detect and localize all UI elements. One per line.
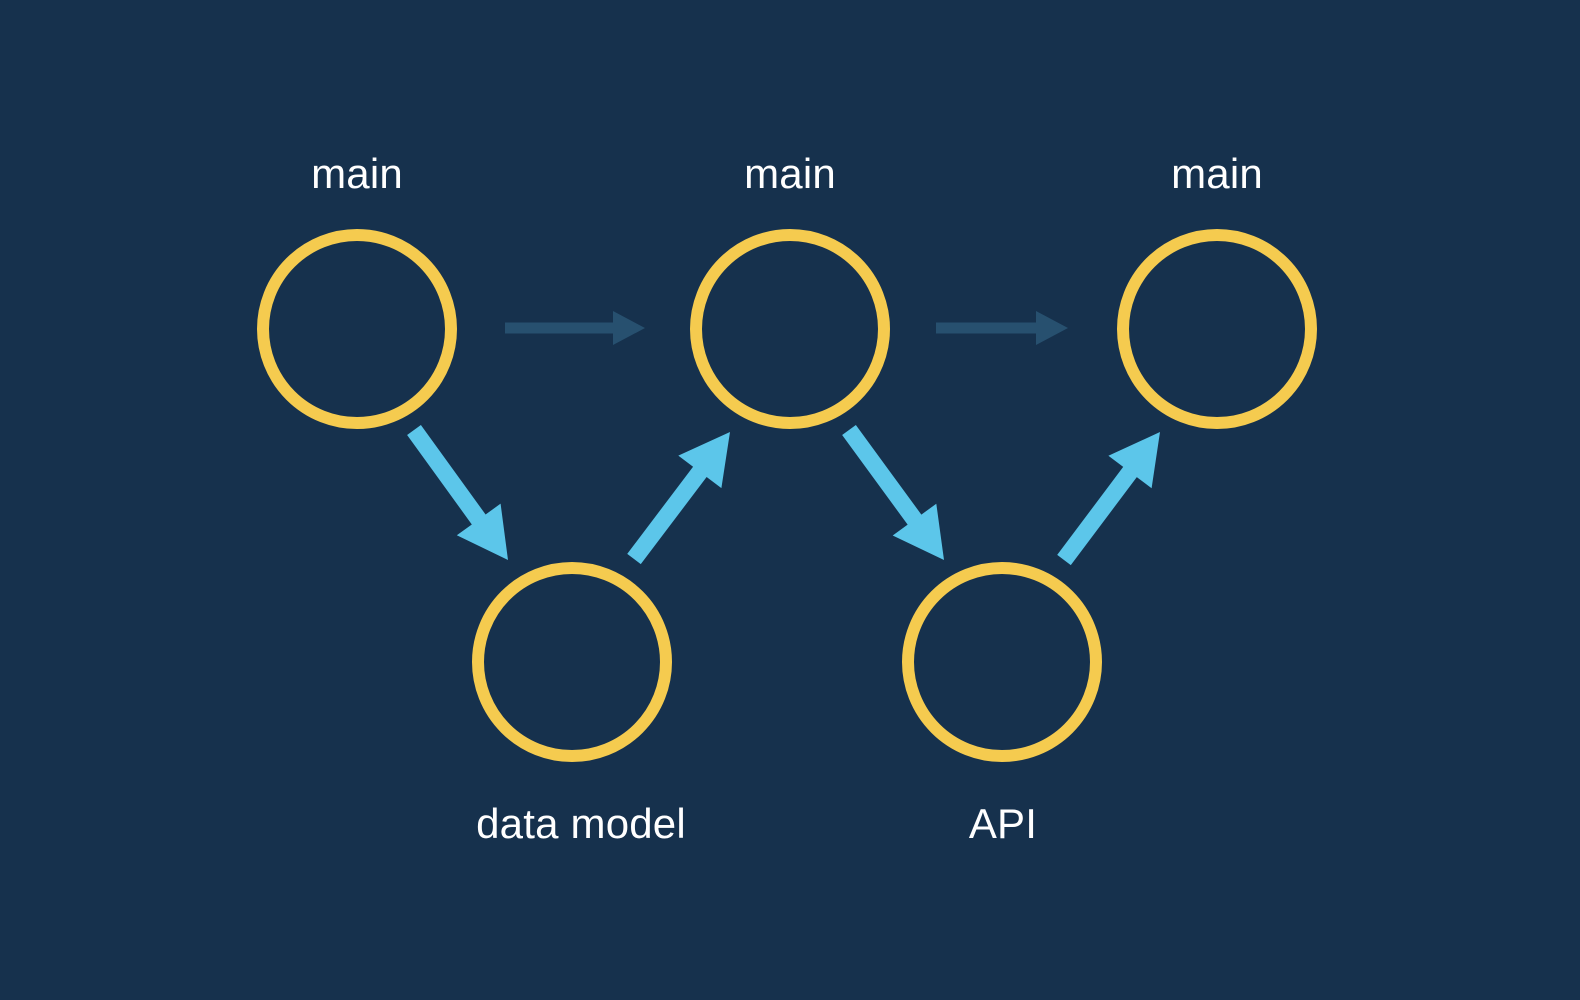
- nodes-layer: [257, 229, 1317, 762]
- node-circle-main-3[interactable]: [1117, 229, 1317, 429]
- node-label-main-3: main: [1171, 150, 1263, 197]
- node-label-data-model: data model: [476, 800, 686, 847]
- arrow-data-model-to-main2: [627, 432, 730, 565]
- node-circle-data-model[interactable]: [472, 562, 672, 762]
- node-label-main-1: main: [311, 150, 403, 197]
- edges-layer: [407, 311, 1160, 566]
- labels-layer: main main main data model API: [311, 150, 1263, 847]
- arrow-main1-to-data-model: [407, 425, 508, 560]
- node-circle-api[interactable]: [902, 562, 1102, 762]
- arrow-main2-to-api: [842, 424, 944, 560]
- arrow-main2-to-main3: [936, 311, 1068, 345]
- node-label-api: API: [969, 800, 1037, 847]
- node-label-main-2: main: [744, 150, 836, 197]
- arrow-main1-to-main2: [505, 311, 645, 345]
- node-circle-main-1[interactable]: [257, 229, 457, 429]
- node-circle-main-2[interactable]: [690, 229, 890, 429]
- arrow-api-to-main3: [1057, 432, 1160, 566]
